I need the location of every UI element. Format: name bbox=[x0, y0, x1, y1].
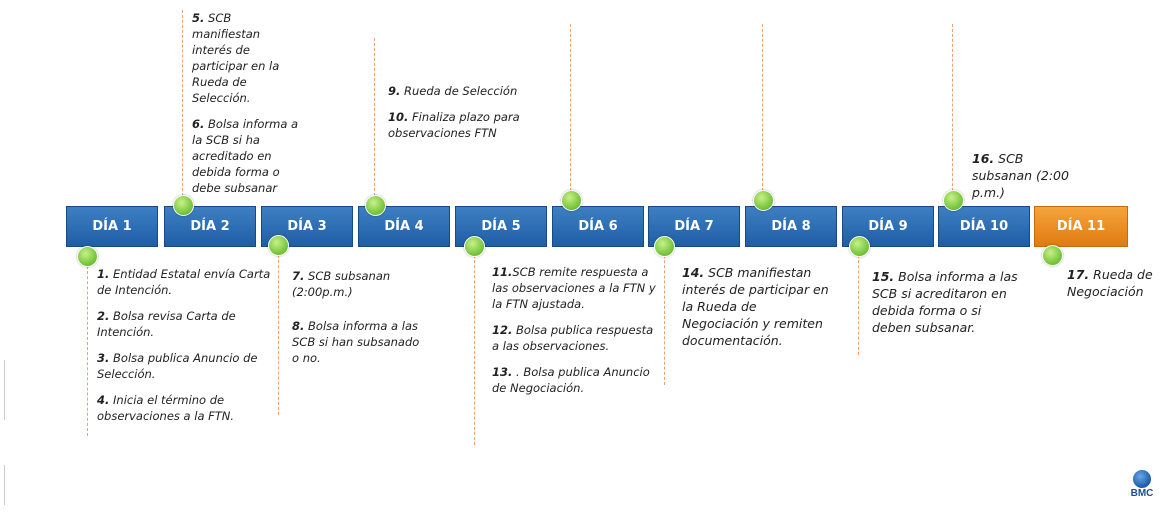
day-box-2: DÍA 2 bbox=[164, 206, 256, 247]
milestone-dot-day8 bbox=[753, 190, 774, 211]
step-11: 11.SCB remite respuesta a las observacio… bbox=[492, 265, 656, 311]
milestone-dot-day4 bbox=[365, 195, 386, 216]
step-12: 12. Bolsa publica respuesta a las observ… bbox=[492, 323, 654, 353]
step-6: 6. Bolsa informa a la SCB si ha acredita… bbox=[192, 117, 299, 195]
connector-day3 bbox=[278, 245, 279, 415]
day-box-6: DÍA 6 bbox=[552, 206, 644, 247]
note-group-day9: 15. Bolsa informa a las SCB si acreditar… bbox=[872, 268, 1022, 346]
day-box-1: DÍA 1 bbox=[66, 206, 158, 247]
note-group-day4: 9. Rueda de Selección 10. Finaliza plazo… bbox=[388, 83, 528, 151]
step-7: 7. SCB subsanan (2:00p.m.) bbox=[292, 269, 391, 299]
side-mark-2 bbox=[4, 465, 5, 505]
milestone-dot-day3 bbox=[268, 235, 289, 256]
note-group-day7: 14. SCB manifiestan interés de participa… bbox=[682, 264, 832, 359]
logo-text: BMC bbox=[1130, 488, 1154, 499]
note-group-day2: 5. SCB manifiestan interés de participar… bbox=[192, 10, 302, 206]
connector-day1 bbox=[87, 256, 88, 436]
step-17: 17. Rueda de Negociación bbox=[1067, 267, 1153, 299]
connector-day4 bbox=[374, 38, 375, 206]
milestone-dot-day6 bbox=[561, 190, 582, 211]
step-13: 13. . Bolsa publica Anuncio de Negociaci… bbox=[492, 365, 650, 395]
day-box-8: DÍA 8 bbox=[745, 206, 837, 247]
connector-day7 bbox=[664, 245, 665, 385]
milestone-dot-day2 bbox=[173, 195, 194, 216]
connector-day9 bbox=[858, 245, 859, 355]
step-10: 10. Finaliza plazo para observaciones FT… bbox=[388, 110, 520, 140]
note-group-day5: 11.SCB remite respuesta a las observacio… bbox=[492, 264, 657, 406]
step-9: 9. Rueda de Selección bbox=[388, 84, 518, 98]
step-15: 15. Bolsa informa a las SCB si acreditar… bbox=[872, 269, 1018, 335]
milestone-dot-day9 bbox=[849, 236, 870, 257]
milestone-dot-day7 bbox=[654, 236, 675, 257]
milestone-dot-day1 bbox=[77, 246, 98, 267]
milestone-dot-day10 bbox=[943, 190, 964, 211]
step-14: 14. SCB manifiestan interés de participa… bbox=[682, 265, 829, 348]
logo-icon bbox=[1133, 470, 1151, 488]
step-8: 8. Bolsa informa a las SCB si han subsan… bbox=[292, 319, 420, 365]
step-1: 1. Entidad Estatal envía Carta de Intenc… bbox=[97, 267, 271, 297]
milestone-dot-day5 bbox=[464, 236, 485, 257]
connector-day10 bbox=[952, 24, 953, 206]
step-2: 2. Bolsa revisa Carta de Intención. bbox=[97, 309, 236, 339]
note-group-day10: 16. SCB subsanan (2:00 p.m.) bbox=[972, 150, 1082, 211]
bmc-logo: BMC bbox=[1127, 470, 1157, 499]
day-box-10: DÍA 10 bbox=[938, 206, 1030, 247]
day-box-11: DÍA 11 bbox=[1034, 206, 1128, 247]
step-5: 5. SCB manifiestan interés de participar… bbox=[192, 11, 280, 105]
connector-day2 bbox=[182, 10, 183, 206]
note-group-day1: 1. Entidad Estatal envía Carta de Intenc… bbox=[97, 266, 272, 434]
connector-day5 bbox=[474, 245, 475, 445]
step-3: 3. Bolsa publica Anuncio de Selección. bbox=[97, 351, 258, 381]
step-16: 16. SCB subsanan (2:00 p.m.) bbox=[972, 151, 1069, 200]
note-group-day11: 17. Rueda de Negociación bbox=[1067, 266, 1159, 310]
connector-day6 bbox=[570, 24, 571, 206]
milestone-dot-day11 bbox=[1042, 245, 1063, 266]
step-4: 4. Inicia el término de observaciones a … bbox=[97, 393, 235, 423]
note-group-day3: 7. SCB subsanan (2:00p.m.) 8. Bolsa info… bbox=[292, 268, 422, 376]
connector-day8 bbox=[762, 24, 763, 206]
side-mark bbox=[4, 360, 5, 420]
